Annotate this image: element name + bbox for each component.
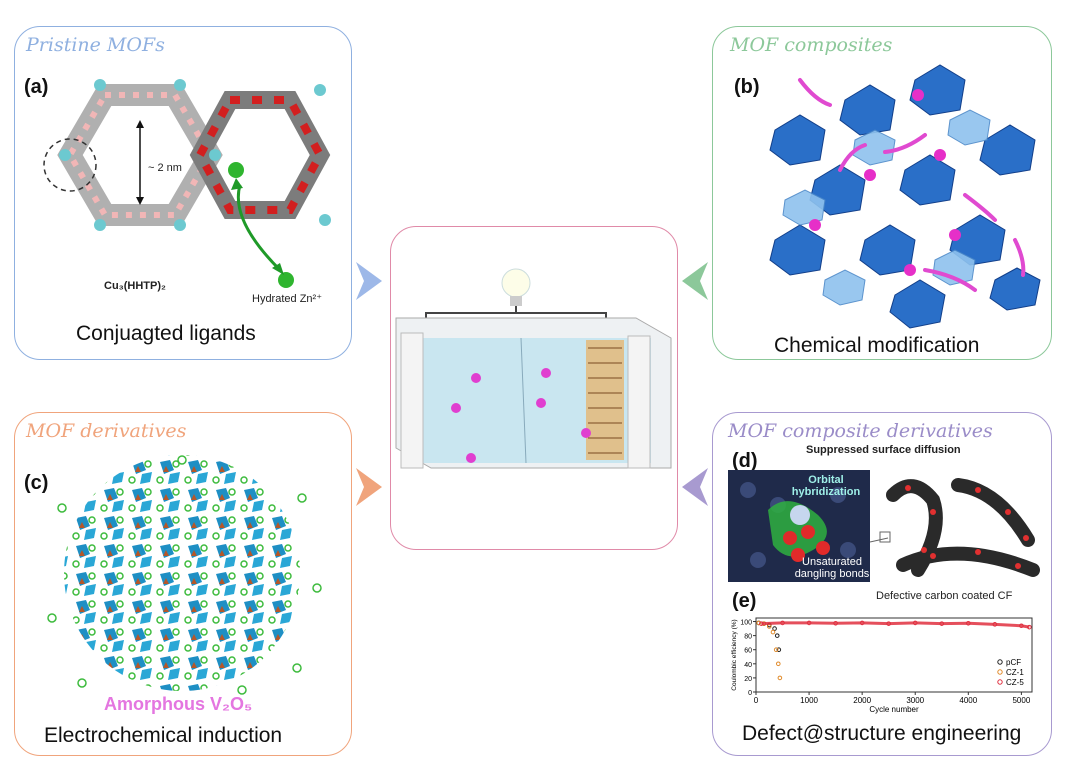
y-axis-label: Coulombic efficiency (%)	[731, 619, 738, 690]
cu-hhtp-structure	[43, 79, 331, 288]
caption-pristine: Conjuagted ligands	[76, 322, 256, 345]
label-c: (c)	[24, 472, 49, 494]
caption-composite-derivatives: Defect@structure engineering	[742, 722, 1022, 745]
hydrated-zn-label: Hydrated Zn²⁺	[252, 293, 322, 305]
data-point-cz-5	[1019, 623, 1024, 629]
panel-title-pristine: Pristine MOFs	[26, 34, 165, 56]
data-point-cz-1	[775, 661, 781, 667]
caption-composites: Chemical modification	[774, 334, 980, 357]
data-point-pcf	[774, 633, 780, 638]
panel-title-composites: MOF composites	[730, 34, 893, 56]
x-tick-label: 3000	[906, 696, 924, 705]
amorphous-v2o5-structure	[47, 455, 322, 695]
data-point-cz-5	[859, 620, 865, 626]
y-tick-label: 100	[740, 620, 752, 627]
y-tick-label: 80	[744, 634, 752, 641]
plot-frame	[755, 617, 1033, 693]
data-point-cz-1	[777, 675, 783, 681]
label-a: (a)	[24, 76, 49, 98]
label-b: (b)	[734, 76, 760, 98]
label-e: (e)	[732, 590, 757, 612]
data-point-cz-5	[939, 621, 945, 626]
legend-label-pcf: pCF	[1006, 658, 1021, 667]
x-axis-label: Cycle number	[869, 705, 919, 714]
caption-derivatives: Electrochemical induction	[44, 724, 283, 747]
data-point-cz-1	[756, 620, 761, 626]
chart-points	[756, 620, 1032, 681]
data-point-cz-5	[806, 620, 812, 626]
zinc-battery-illustration	[395, 268, 672, 469]
data-point-cz-1	[773, 647, 779, 653]
data-point-cz-5	[966, 620, 971, 626]
data-point-cz-5	[1027, 624, 1032, 630]
x-tick-label: 2000	[853, 696, 871, 705]
defective-label: Defective carbon coated CF	[876, 590, 1013, 602]
pore-size-label: ~ 2 nm	[148, 162, 182, 174]
y-tick-label: 0	[748, 690, 752, 697]
data-point-pcf	[772, 626, 777, 631]
panel-title-derivatives: MOF derivatives	[26, 420, 187, 442]
legend-label-cz-5: CZ-5	[1006, 678, 1024, 687]
x-tick-label: 1000	[800, 696, 818, 705]
formula-label: Cu₃(HHTP)₂	[104, 280, 166, 292]
legend-label-cz-1: CZ-1	[1006, 668, 1024, 677]
arrow-from-derivatives	[356, 468, 382, 506]
legend-marker-cz-5	[997, 679, 1003, 685]
legend-marker-pcf	[997, 659, 1003, 665]
y-tick-label: 60	[744, 648, 752, 655]
arrow-from-composites	[682, 262, 708, 300]
panel-title-composite-derivatives: MOF composite derivatives	[728, 420, 993, 442]
x-tick-label: 5000	[1012, 696, 1030, 705]
suppressed-label: Suppressed surface diffusion	[806, 444, 961, 456]
unsaturated-label: Unsaturated dangling bonds	[794, 556, 870, 580]
data-point-cz-5	[912, 620, 918, 626]
label-d: (d)	[732, 450, 758, 472]
orbital-label: Orbital hybridization	[791, 474, 861, 498]
arrow-from-pristine	[356, 262, 382, 300]
data-point-cz-5	[886, 621, 891, 626]
material-label: Amorphous V₂O₅	[104, 694, 253, 714]
panel-mof-composites	[712, 26, 1052, 360]
x-tick-label: 4000	[959, 696, 977, 705]
y-tick-label: 20	[744, 676, 752, 683]
y-tick-label: 40	[744, 662, 752, 669]
data-point-cz-5	[833, 620, 838, 626]
data-point-cz-5	[780, 620, 785, 626]
data-point-cz-1	[770, 629, 776, 635]
carbon-fiber-illustration	[728, 470, 1040, 582]
data-point-cz-5	[759, 621, 764, 626]
data-point-pcf	[776, 647, 782, 653]
data-point-cz-5	[992, 622, 998, 627]
x-tick-label: 0	[754, 696, 759, 705]
panel-mof-composite-derivatives	[712, 412, 1052, 756]
legend-marker-cz-1	[997, 669, 1003, 675]
polyoxometalate-structure	[769, 64, 1041, 329]
series-line-cz-5	[761, 621, 1030, 629]
arrow-from-composite-derivatives	[682, 468, 708, 506]
